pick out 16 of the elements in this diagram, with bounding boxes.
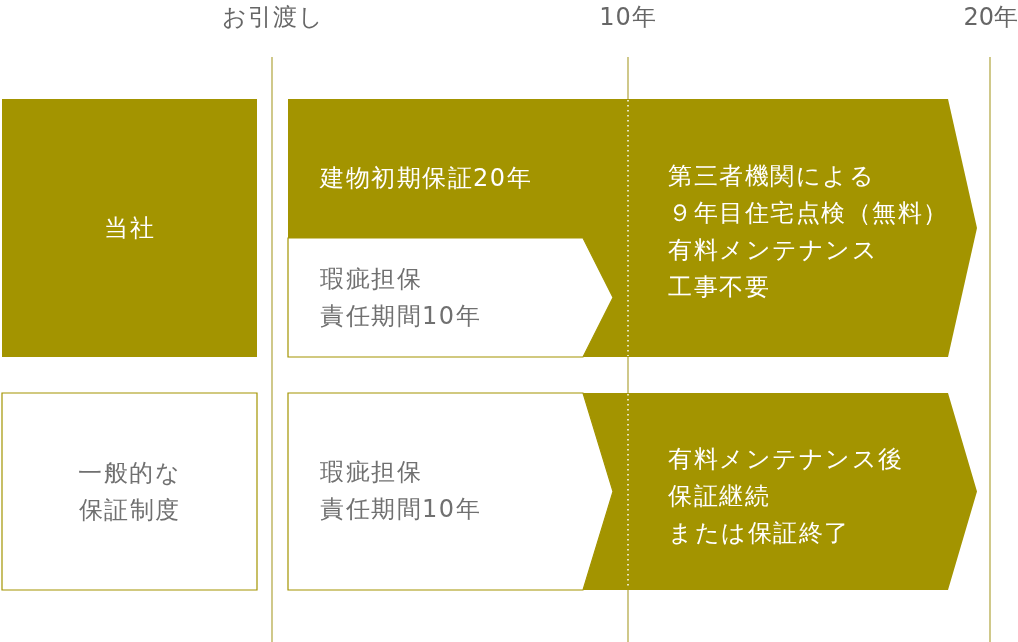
chevron-box [288,393,613,590]
category-box [2,99,257,357]
chevron-box [288,238,613,357]
liability-label: 瑕疵担保責任期間10年 [320,457,482,525]
category-box [2,393,257,590]
timeline-label: お引渡し [222,2,324,32]
timeline-label: 10年 [599,2,657,32]
chevron-band [583,393,977,590]
category-label: 当社 [104,212,155,244]
liability-label: 瑕疵担保責任期間10年 [320,264,482,332]
warranty-label: 建物初期保証20年 [320,162,533,194]
category-label: 一般的な保証制度 [78,457,181,526]
timeline-label: 20年 [963,2,1018,32]
service-note: 第三者機関による９年目住宅点検（無料）有料メンテナンス工事不要 [668,161,949,303]
chevron-band [288,99,977,357]
service-note: 有料メンテナンス後保証継続または保証終了 [668,443,904,549]
